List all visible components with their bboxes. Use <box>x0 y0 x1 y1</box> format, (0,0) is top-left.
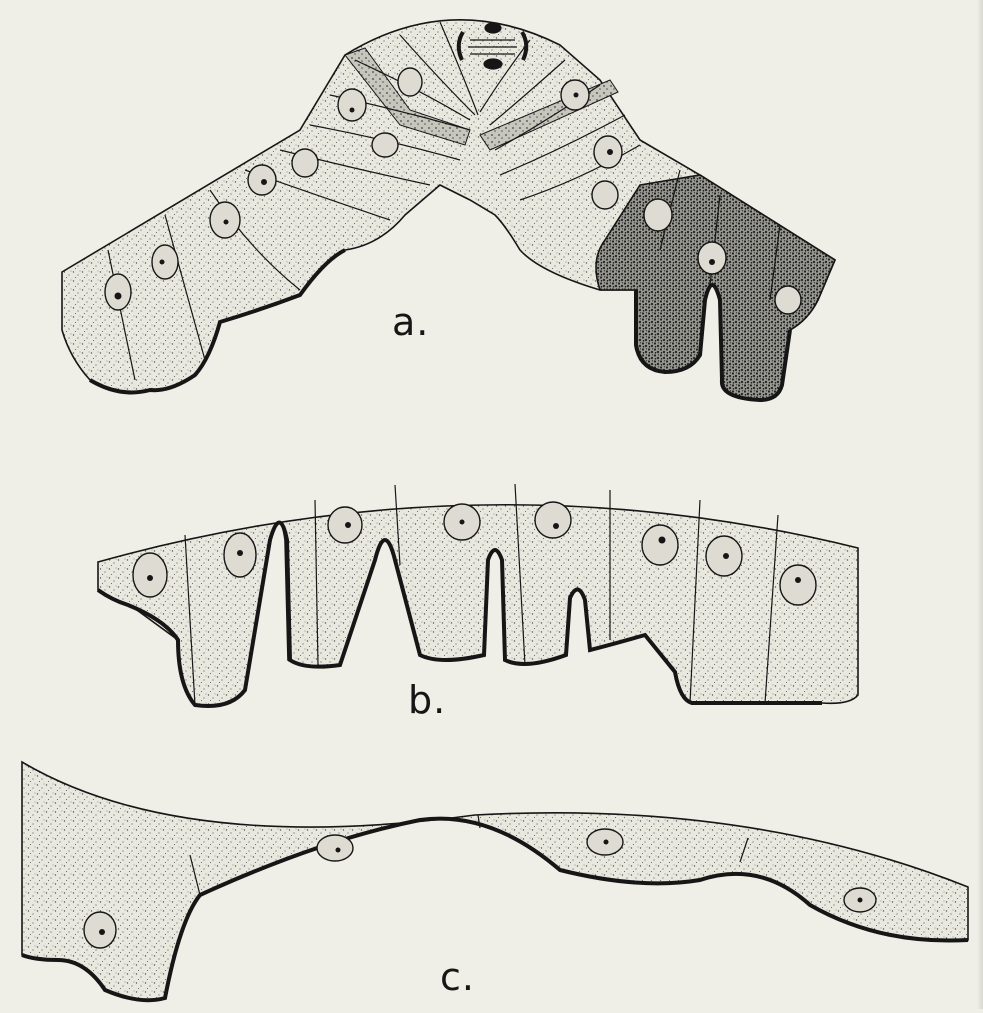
figure-label-a: a. <box>392 300 429 344</box>
page-edge-shadow <box>977 0 983 1009</box>
figure-c-cell-sheet <box>22 762 968 1000</box>
figure-label-b: b. <box>408 678 446 722</box>
figure-a-epithelium <box>62 20 835 400</box>
figure-b-cell-sheet <box>98 505 858 706</box>
figure-b-epithelium <box>98 484 858 706</box>
figure-c-epithelium <box>22 762 968 1000</box>
figure-label-c: c. <box>440 955 475 999</box>
